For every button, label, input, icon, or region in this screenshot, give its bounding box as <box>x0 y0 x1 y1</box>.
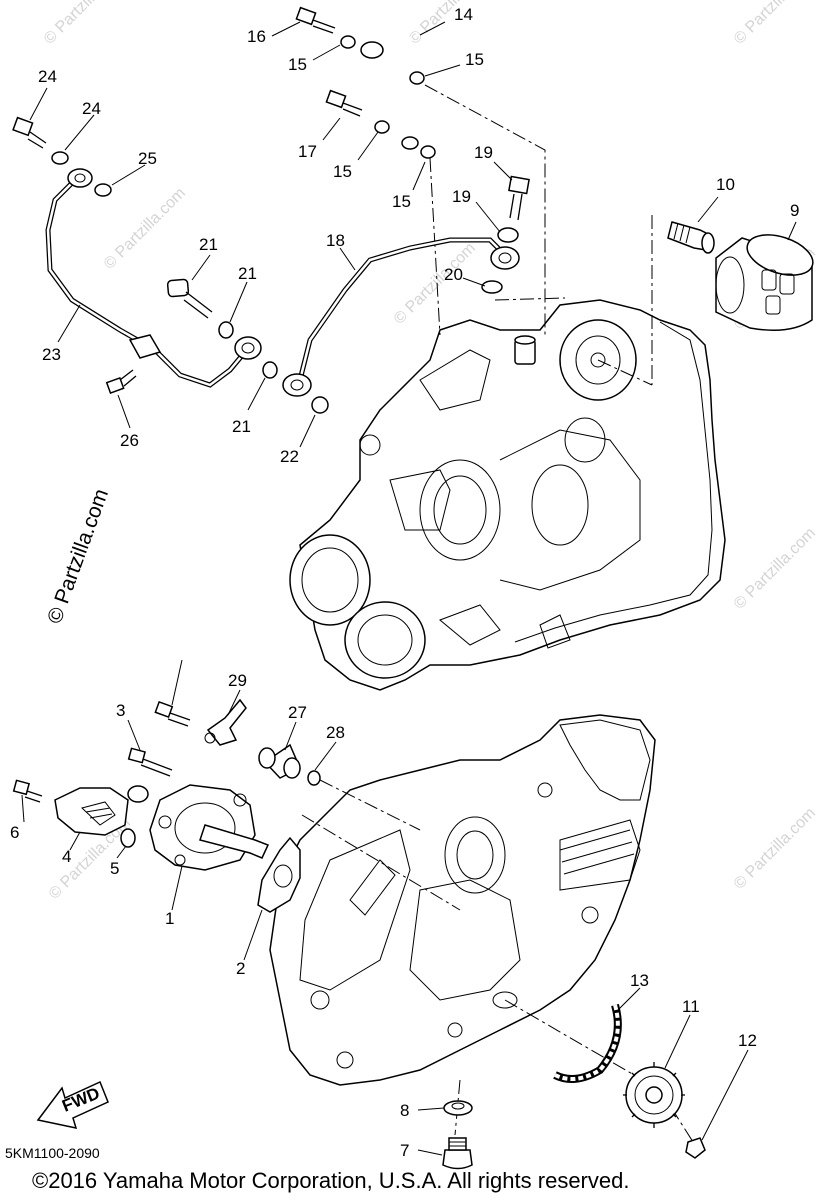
callout-15: 15 <box>288 55 307 74</box>
part-2-gasket <box>257 836 301 913</box>
watermark-text: © Partzilla.com <box>101 185 189 273</box>
callout-18: 19 <box>474 143 493 162</box>
copyright-notice: ©2016 Yamaha Motor Corporation, U.S.A. A… <box>32 1168 629 1193</box>
part-1-oil-pump <box>149 784 270 871</box>
callout-14: 14 <box>454 5 473 24</box>
part-3-bolt <box>127 747 173 777</box>
callout-15: 15 <box>333 162 352 181</box>
callout-26: 27 <box>288 703 307 722</box>
watermark-text: © Partzilla.com <box>41 0 129 48</box>
callout-22: 23 <box>42 345 61 364</box>
watermark-text: © Partzilla.com <box>731 525 819 613</box>
callout-15: 15 <box>392 192 411 211</box>
callout-9: 9 <box>790 201 799 220</box>
callout-1: 1 <box>165 909 174 928</box>
callout-8: 8 <box>400 1101 409 1120</box>
part-10-union-bolt <box>667 221 715 254</box>
callouts: 14 16 15 15 17 15 15 19 19 20 10 9 18 21… <box>10 5 799 1160</box>
fwd-arrow: FWD <box>36 1080 109 1129</box>
part-29-28-bolt-bracket <box>154 698 247 746</box>
callout-24: 24 <box>82 99 101 118</box>
leader-lines <box>21 21 797 1156</box>
callout-20: 21 <box>199 235 218 254</box>
part-18-19-bolt-washers <box>481 175 530 294</box>
part-11-12-13-drive <box>553 1003 706 1159</box>
part-16-bolts <box>295 6 363 117</box>
callout-13: 13 <box>630 971 649 990</box>
callout-16: 17 <box>298 142 317 161</box>
part-22-oil-pipe <box>45 168 262 388</box>
callout-5: 5 <box>110 859 119 878</box>
callout-19: 20 <box>444 265 463 284</box>
callout-4: 4 <box>62 847 71 866</box>
callout-15: 15 <box>465 50 484 69</box>
callout-17: 18 <box>326 231 345 250</box>
callout-7: 7 <box>400 1141 409 1160</box>
callout-28: 29 <box>228 671 247 690</box>
part-17-oil-pipe <box>282 237 520 397</box>
callout-24: 25 <box>138 149 157 168</box>
watermark-text-large: © Partzilla.com <box>43 486 113 627</box>
part-26-27-sleeve-oring <box>258 743 321 786</box>
callout-2: 2 <box>236 959 245 978</box>
upper-crankcase <box>289 299 726 691</box>
callout-21: 21 <box>232 417 251 436</box>
part-4-5-6-strainer <box>12 779 149 848</box>
watermark-text: © Partzilla.com <box>731 0 819 48</box>
callout-21: 22 <box>280 447 299 466</box>
watermark-text: © Partzilla.com <box>731 805 819 893</box>
callout-6: 6 <box>10 823 19 842</box>
watermark-text: © Partzilla.com <box>406 0 494 48</box>
callout-16: 16 <box>247 27 266 46</box>
lower-crankcase <box>269 714 656 1086</box>
part-15-washers <box>340 35 436 159</box>
callout-23: 24 <box>38 67 57 86</box>
part-14-oil-pipe <box>360 36 419 150</box>
callout-27: 28 <box>326 723 345 742</box>
callout-21: 21 <box>238 264 257 283</box>
callout-11: 11 <box>682 997 700 1016</box>
part-23-24-25-fasteners <box>12 116 137 394</box>
callout-25: 26 <box>120 431 139 450</box>
part-20-21-union-bolt-washers <box>166 278 329 414</box>
part-7-8-drain-plug <box>442 1100 473 1170</box>
callout-12: 12 <box>738 1031 757 1050</box>
callout-3: 3 <box>116 701 125 720</box>
part-9-oil-filter <box>715 234 814 331</box>
callout-10: 10 <box>716 175 735 194</box>
diagram-code: 5KM1100-2090 <box>5 1145 100 1161</box>
callout-19: 19 <box>452 187 471 206</box>
